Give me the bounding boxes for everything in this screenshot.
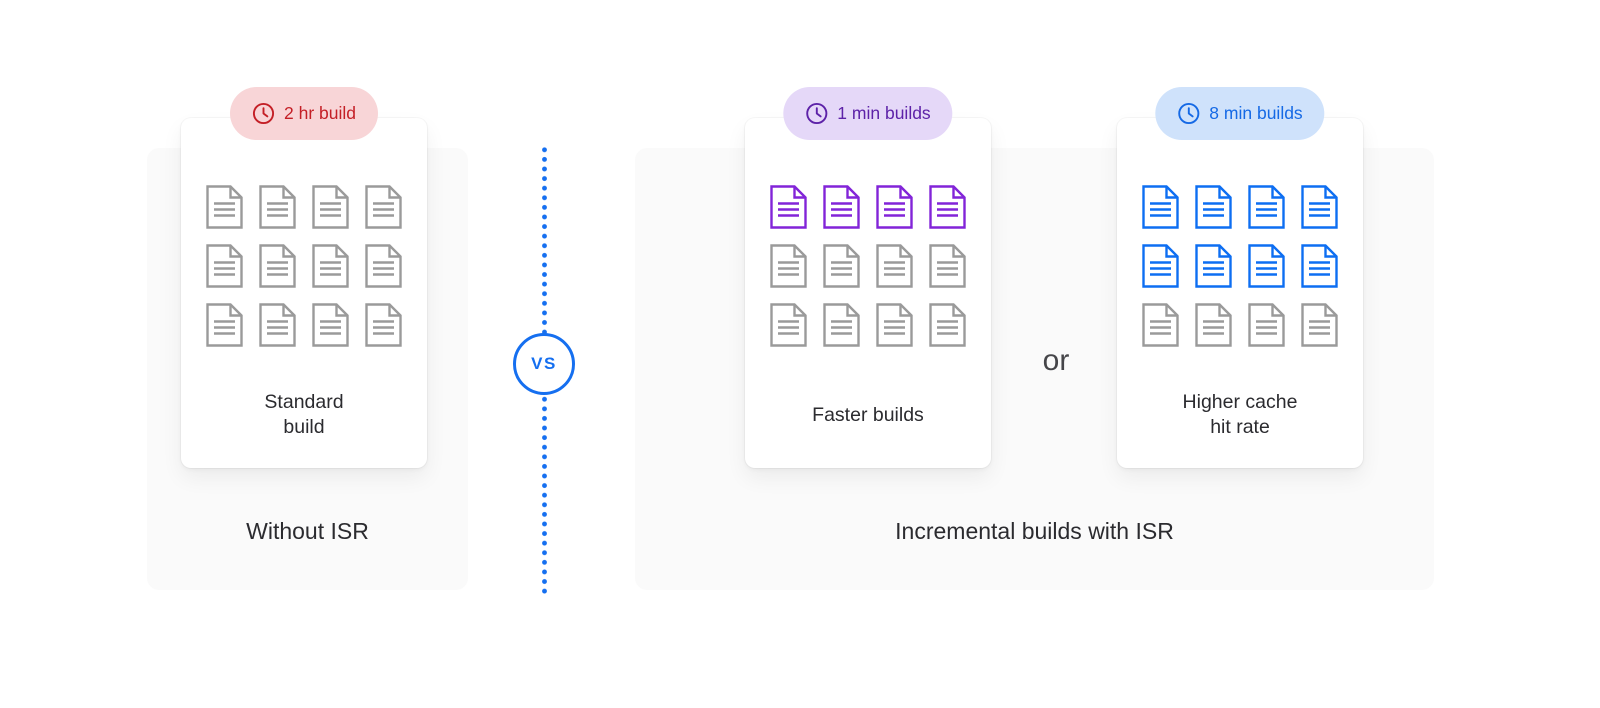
card-label: Faster builds	[812, 403, 924, 426]
document-icon	[206, 244, 243, 288]
or-label: or	[1042, 344, 1070, 377]
document-icon	[312, 185, 349, 229]
document-icon	[929, 303, 966, 347]
document-icon	[770, 303, 807, 347]
document-icon	[1248, 303, 1285, 347]
badge-label: 8 min builds	[1209, 103, 1303, 123]
document-icon	[823, 244, 860, 288]
document-icon	[929, 185, 966, 229]
document-icon	[1195, 185, 1232, 229]
badge-label: 2 hr build	[284, 103, 356, 123]
document-icon	[1142, 185, 1179, 229]
clock-icon	[805, 102, 828, 125]
document-icon	[876, 185, 913, 229]
vs-badge: VS	[513, 333, 575, 395]
clock-icon	[252, 102, 275, 125]
badge-label: 1 min builds	[837, 103, 931, 123]
build-time-badge: 2 hr build	[230, 87, 378, 140]
document-icon	[1142, 244, 1179, 288]
page-grid	[770, 185, 966, 347]
build-time-badge: 8 min builds	[1155, 87, 1325, 140]
document-icon	[1142, 303, 1179, 347]
document-icon	[876, 244, 913, 288]
document-icon	[1248, 244, 1285, 288]
document-icon	[259, 244, 296, 288]
document-icon	[365, 244, 402, 288]
page-grid	[206, 185, 402, 347]
card-label: Standard build	[264, 391, 344, 438]
document-icon	[770, 185, 807, 229]
page-grid	[1142, 185, 1338, 347]
document-icon	[259, 185, 296, 229]
card-label: Higher cache hit rate	[1182, 391, 1298, 438]
document-icon	[259, 303, 296, 347]
document-icon	[312, 303, 349, 347]
document-icon	[1195, 244, 1232, 288]
document-icon	[876, 303, 913, 347]
standard-build-card: 2 hr build Standard build	[181, 87, 427, 468]
document-icon	[1301, 244, 1338, 288]
document-icon	[206, 303, 243, 347]
isr-label: Incremental builds with ISR	[895, 518, 1174, 544]
document-icon	[1248, 185, 1285, 229]
document-icon	[1195, 303, 1232, 347]
without-isr-label: Without ISR	[246, 518, 369, 544]
higher-cache-card: 8 min builds Higher cache hit rate	[1117, 87, 1363, 468]
faster-builds-card: 1 min builds Faster builds	[745, 87, 991, 468]
document-icon	[206, 185, 243, 229]
document-icon	[312, 244, 349, 288]
build-time-badge: 1 min builds	[783, 87, 953, 140]
document-icon	[929, 244, 966, 288]
document-icon	[770, 244, 807, 288]
document-icon	[365, 303, 402, 347]
document-icon	[1301, 303, 1338, 347]
document-icon	[823, 185, 860, 229]
clock-icon	[1177, 102, 1200, 125]
document-icon	[823, 303, 860, 347]
document-icon	[1301, 185, 1338, 229]
document-icon	[365, 185, 402, 229]
